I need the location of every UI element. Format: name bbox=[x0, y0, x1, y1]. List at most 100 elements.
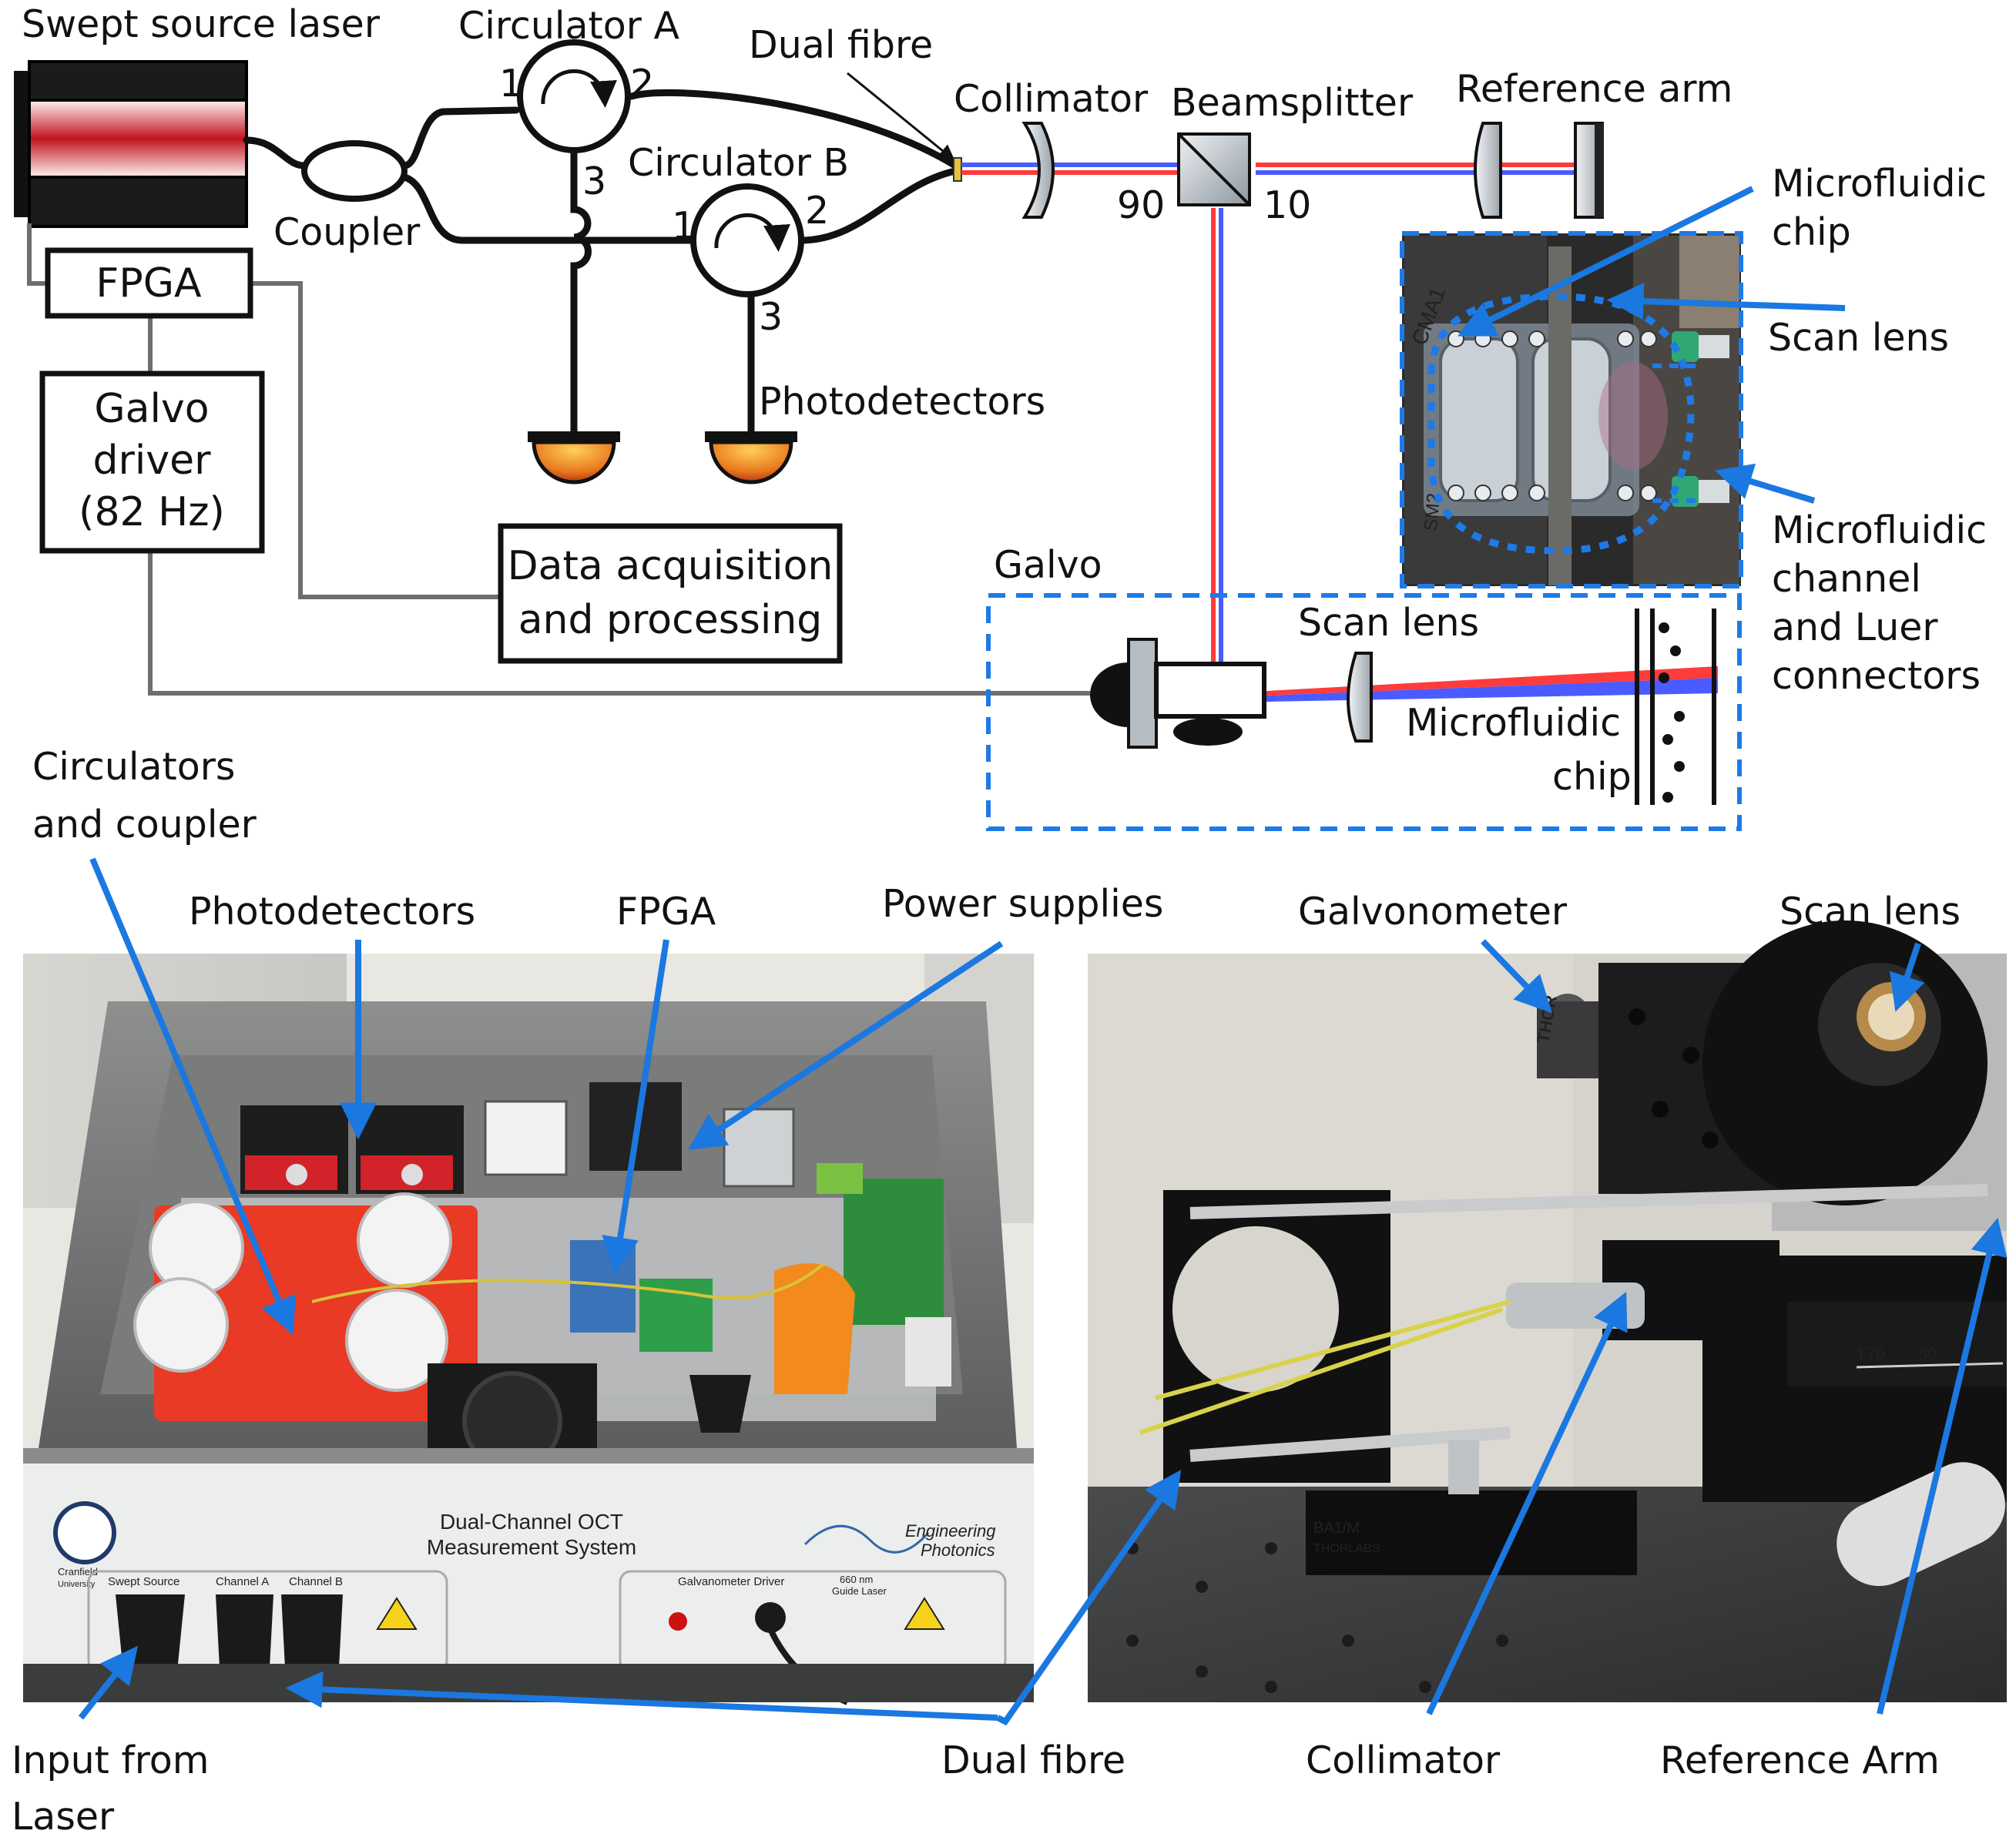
circulator-b-port-1: 1 bbox=[672, 204, 696, 248]
scale-170: 170 bbox=[1857, 1344, 1885, 1363]
microfluidic-chip-symbol bbox=[1635, 609, 1716, 805]
panel-title-2: Measurement System bbox=[427, 1535, 636, 1559]
fibre-paths bbox=[243, 89, 959, 439]
schematic: Swept source laser Coupler Circulator A … bbox=[14, 2, 1742, 831]
inset-lens-pointer bbox=[1606, 283, 1846, 320]
inset-channel-label-2: channel bbox=[1772, 557, 1921, 601]
daq-line1: Data acquisition bbox=[508, 543, 834, 589]
daq-box bbox=[498, 523, 843, 664]
split-ratio-10: 10 bbox=[1263, 183, 1311, 227]
inset-channel-pointer bbox=[1715, 463, 1816, 504]
swept-source-laser bbox=[14, 60, 248, 228]
dual-fibre-arrow-left bbox=[285, 1671, 998, 1721]
circulator-b-arrow-icon bbox=[714, 213, 790, 252]
power-supplies-arrow bbox=[687, 940, 1004, 1150]
circulator-a-arrow-icon bbox=[541, 69, 617, 108]
cranfield-line1: Cranfield bbox=[58, 1566, 98, 1578]
scan-lens-symbol bbox=[1347, 652, 1373, 743]
inset-photo: CMA1 SM2 bbox=[1400, 231, 1743, 588]
scan-lens-photo-arrow bbox=[1889, 942, 1925, 1012]
circulator-a-port-1: 1 bbox=[499, 62, 523, 106]
inset-channel-label-3: and Luer bbox=[1772, 605, 1938, 649]
guide-laser-1: 660 nm bbox=[840, 1574, 873, 1585]
circulators-arrow bbox=[89, 857, 297, 1336]
scale-180: 80 bbox=[1918, 1344, 1937, 1363]
dual-fibre-label: Dual fibre bbox=[749, 23, 933, 67]
photodetector-a bbox=[528, 431, 620, 484]
fpga-label: FPGA bbox=[96, 260, 202, 307]
panel-title-1: Dual-Channel OCT bbox=[440, 1510, 623, 1534]
swept-source-laser-label: Swept source laser bbox=[22, 2, 381, 46]
left-photo: Cranfield University Dual-Channel OCT Me… bbox=[23, 954, 1034, 1705]
circulator-a-port-3: 3 bbox=[582, 159, 606, 203]
scan-lens-label: Scan lens bbox=[1298, 601, 1479, 645]
inset-channel-label-4: connectors bbox=[1772, 654, 1981, 698]
port-ch-a: Channel A bbox=[216, 1575, 269, 1588]
input-label-2: Laser bbox=[12, 1795, 115, 1834]
mount-label-2: THORLABS bbox=[1313, 1542, 1380, 1555]
fibre-tip bbox=[953, 157, 962, 182]
split-ratio-90: 90 bbox=[1117, 183, 1165, 227]
collimator-arrow bbox=[1426, 1291, 1628, 1715]
circulator-b-port-3: 3 bbox=[759, 295, 783, 339]
daq-line2: and processing bbox=[518, 597, 823, 643]
scan-lens-photo-label: Scan lens bbox=[1780, 890, 1961, 934]
cranfield-line2: University bbox=[58, 1580, 96, 1589]
reference-arm-arrow bbox=[1877, 1217, 2008, 1715]
circulators-label-1: Circulators bbox=[32, 745, 235, 789]
reference-arm-bottom-label: Reference Arm bbox=[1660, 1738, 1940, 1782]
chip-label-line2: chip bbox=[1552, 755, 1632, 799]
reference-lens bbox=[1474, 122, 1502, 219]
galvo-driver-line1: Galvo bbox=[94, 386, 209, 432]
circulator-b-label: Circulator B bbox=[628, 141, 849, 185]
galvanometer-arrow bbox=[1481, 939, 1552, 1014]
dual-fibre-bottom-label: Dual fibre bbox=[941, 1738, 1125, 1782]
dual-fibre-arrow-right bbox=[996, 1470, 1182, 1726]
chip-label-line1: Microfluidic bbox=[1406, 701, 1621, 745]
inset-scan-lens-label: Scan lens bbox=[1768, 316, 1949, 360]
galvo-driver-line3: (82 Hz) bbox=[79, 489, 225, 535]
brand-line1: Engineering bbox=[905, 1521, 996, 1541]
mount-label-1: BA1/M bbox=[1313, 1520, 1360, 1537]
power-supplies-label: Power supplies bbox=[882, 882, 1163, 926]
right-photo: THOR 170 80 BA1/M THORLABS bbox=[1088, 920, 2007, 1702]
circulator-a-label: Circulator A bbox=[458, 4, 679, 48]
fpga-box bbox=[45, 247, 253, 319]
dual-fibre-pointer bbox=[847, 72, 955, 161]
brand-line2: Photonics bbox=[921, 1541, 995, 1560]
inset-chip-pointer bbox=[1457, 186, 1754, 337]
collimator-label: Collimator bbox=[954, 77, 1149, 121]
coupler-symbol bbox=[301, 140, 408, 202]
coupler-label: Coupler bbox=[273, 210, 421, 254]
port-swept: Swept Source bbox=[108, 1575, 179, 1588]
inset-chip-label-2: chip bbox=[1772, 210, 1851, 254]
input-arrow bbox=[78, 1645, 138, 1720]
circulator-b-port-2: 2 bbox=[805, 189, 829, 233]
galvo-driver-line2: driver bbox=[93, 438, 212, 484]
circulator-b-symbol bbox=[690, 183, 804, 297]
circulator-a-symbol bbox=[517, 39, 631, 153]
galvanometer-label: Galvonometer bbox=[1298, 890, 1568, 934]
reference-arm-label: Reference arm bbox=[1456, 67, 1733, 111]
galvo-driver-box bbox=[39, 370, 265, 554]
input-label-1: Input from bbox=[12, 1738, 209, 1782]
photodetector-b bbox=[705, 431, 797, 484]
guide-laser-2: Guide Laser bbox=[832, 1585, 887, 1597]
galvo-enclosure bbox=[986, 593, 1742, 831]
particles bbox=[1659, 622, 1685, 803]
beamsplitter-label: Beamsplitter bbox=[1171, 81, 1414, 125]
inset-chip-label-1: Microfluidic bbox=[1772, 162, 1987, 206]
port-ch-b: Channel B bbox=[289, 1575, 343, 1588]
fpga-arrow bbox=[602, 939, 669, 1275]
control-wires bbox=[27, 223, 1090, 696]
galvo-label: Galvo bbox=[994, 543, 1102, 587]
photodetectors-photo-label: Photodetectors bbox=[189, 890, 475, 934]
galvo-motor bbox=[1090, 638, 1266, 749]
galvo-driver-panel: Galvanometer Driver bbox=[678, 1575, 784, 1588]
circulator-a-port-2: 2 bbox=[630, 62, 654, 106]
photodetectors-label: Photodetectors bbox=[759, 380, 1045, 424]
inset-channel-label-1: Microfluidic bbox=[1772, 508, 1987, 552]
collimator-lens bbox=[1021, 122, 1055, 219]
collimator-bottom-label: Collimator bbox=[1306, 1738, 1501, 1782]
fpga-photo-label: FPGA bbox=[616, 890, 716, 934]
